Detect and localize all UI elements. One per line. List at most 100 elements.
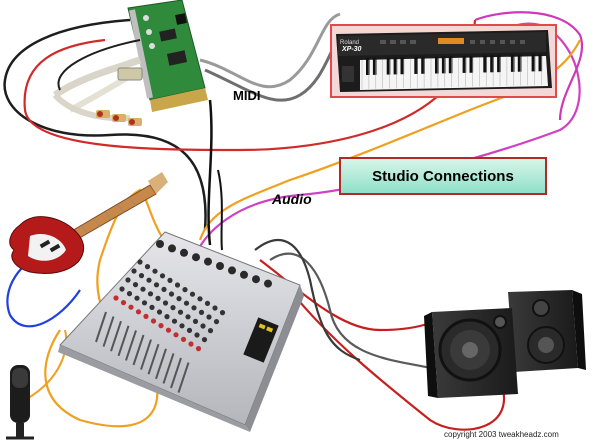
mixer-knob — [212, 305, 218, 311]
mixer-knob — [141, 300, 148, 306]
mixer-knob — [161, 286, 167, 292]
electric-guitar-icon — [9, 172, 168, 275]
mixer-jack — [204, 257, 212, 266]
mixer-knob — [186, 327, 193, 333]
mixer-knob — [137, 259, 143, 265]
cable-gray-1 — [269, 252, 441, 372]
mixer-knob — [150, 318, 157, 324]
title-box: Studio Connections — [339, 157, 547, 195]
mixer-knob — [140, 286, 146, 292]
mixer-knob — [200, 323, 206, 329]
mixer-jack — [228, 266, 236, 275]
black-key — [386, 57, 391, 75]
mixer-knob — [189, 291, 196, 297]
mixer-fader — [102, 316, 115, 347]
mixer-fader — [95, 311, 107, 343]
mixer-knob — [185, 314, 191, 320]
mixer-knob — [207, 328, 214, 334]
mixer-knob — [134, 295, 140, 301]
sound-card-icon — [52, 0, 208, 126]
mixer-knob — [156, 309, 163, 315]
black-key — [400, 57, 405, 75]
microphone-icon — [6, 365, 34, 440]
cable-magenta-2 — [474, 11, 583, 121]
mixer-knob — [171, 318, 178, 324]
mixer-knob — [128, 304, 134, 310]
mixer-knob — [152, 268, 158, 274]
black-key — [448, 56, 453, 74]
mixer-jack — [216, 262, 224, 270]
black-key — [538, 54, 543, 72]
mixer-knob — [155, 295, 161, 301]
cable-black-3 — [207, 99, 213, 246]
midi-cable-dark — [204, 28, 347, 102]
mixer-knob — [167, 277, 173, 283]
mixer-knob — [144, 264, 151, 270]
mixer-fader — [162, 353, 175, 384]
black-key — [366, 58, 370, 75]
black-key — [421, 56, 425, 74]
black-key — [469, 55, 474, 73]
mixer-knob — [125, 277, 131, 283]
mixer-knob — [147, 291, 154, 297]
mixer-knob — [188, 341, 194, 347]
black-key — [435, 56, 439, 74]
black-key — [393, 57, 398, 75]
mixer-fader — [140, 339, 152, 370]
mixer-knob — [168, 291, 175, 297]
mixer-knob — [180, 336, 187, 342]
black-key — [462, 55, 467, 73]
mixer-fader — [125, 330, 137, 361]
studio-monitors-icon — [424, 290, 586, 398]
midi-label: MIDI — [233, 88, 261, 103]
mixer-jack — [168, 244, 176, 253]
cable-mic — [24, 329, 68, 401]
diagram-title: Studio Connections — [372, 167, 514, 185]
mixer-knob — [206, 314, 212, 320]
mixer-knob — [173, 332, 179, 338]
mixer-fader — [147, 343, 160, 375]
mixer-fader — [155, 348, 167, 380]
mixer-knob — [183, 300, 190, 306]
mixer-knob — [149, 304, 155, 310]
cable-black-4 — [217, 169, 223, 251]
keyboard-brand-text: Roland — [340, 40, 360, 46]
mixer-fader — [110, 320, 122, 352]
mixer-knob — [174, 282, 181, 288]
audio-label: Audio — [272, 191, 312, 207]
mixer-knob — [120, 300, 127, 306]
black-key — [497, 55, 501, 73]
mixer-jack — [264, 279, 272, 288]
mixer-jack — [156, 240, 164, 248]
mixer-jack — [180, 248, 188, 257]
mixer-fader — [177, 362, 190, 393]
cable-red-1 — [23, 19, 477, 152]
keyboard-model-text: XP-30 — [342, 46, 362, 53]
mixer-knob — [113, 295, 119, 301]
black-key — [414, 56, 418, 74]
mixer-knob — [138, 273, 145, 279]
black-key — [517, 54, 522, 72]
mixer-jack — [240, 270, 248, 279]
black-key — [490, 55, 494, 73]
mixer-fader — [132, 334, 145, 366]
mixer-knob — [195, 346, 202, 352]
mixer-knob — [126, 291, 133, 297]
mixer-knob — [197, 296, 203, 302]
mixer-knob — [159, 273, 166, 279]
mixer-icon — [58, 231, 304, 432]
mixer-knob — [132, 282, 139, 288]
mixer-knob — [170, 305, 176, 311]
mixer-knob — [135, 309, 142, 315]
cable-orange-3 — [44, 329, 159, 428]
black-key — [483, 55, 487, 73]
mixer-jack — [192, 253, 200, 262]
mixer-knob — [146, 277, 152, 283]
mixer-knob — [131, 268, 137, 274]
mixer-knob — [176, 296, 182, 302]
mixer-knob — [179, 323, 185, 329]
mixer-knob — [198, 309, 205, 315]
mixer-knob — [219, 310, 226, 316]
